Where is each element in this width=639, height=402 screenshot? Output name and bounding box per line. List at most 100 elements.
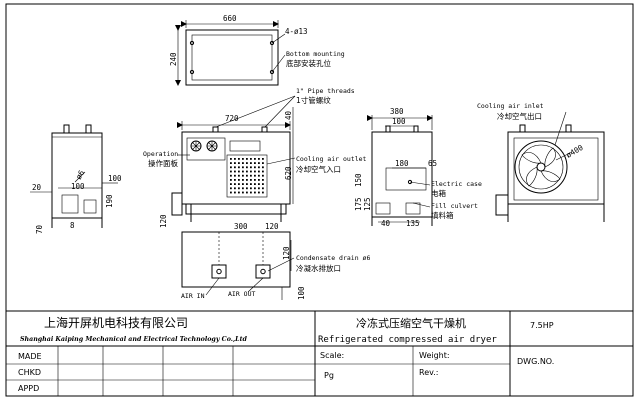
cooling-inlet-note-cn: 冷却空气出口 <box>497 111 542 121</box>
operation-panel-note: Operation <box>143 150 178 158</box>
grille-dot <box>246 187 248 190</box>
fan-diameter-dim: ø400 <box>565 143 586 160</box>
grille-dot <box>250 162 252 164</box>
grille-dot <box>242 174 244 177</box>
grille-dot <box>238 162 240 164</box>
grille-dot <box>238 170 240 173</box>
grille-dot <box>234 187 236 190</box>
left-view: 20 100 100 190 70 8 ø6 <box>30 124 122 234</box>
fill-culvert-note: Fill culvert <box>431 202 478 210</box>
grille-dot <box>234 170 236 173</box>
side-dim-65: 65 <box>428 159 437 168</box>
grille-dot <box>246 170 248 173</box>
grille-dot <box>238 158 240 160</box>
side-dim-135: 135 <box>406 219 420 228</box>
grille-dot <box>242 191 244 194</box>
grille-dot <box>242 183 244 185</box>
cooling-inlet-note: Cooling air inlet <box>477 102 544 110</box>
grille-dot <box>238 183 240 185</box>
grille-dot <box>246 174 248 177</box>
front-width-dim: 720 <box>225 114 239 123</box>
grille-dot <box>262 183 264 185</box>
grille-dot <box>242 179 244 181</box>
grille-dot <box>250 187 252 190</box>
grille-dot <box>258 162 260 164</box>
grille-dot <box>234 166 236 169</box>
side-dim-150: 150 <box>354 173 363 187</box>
grille-dot <box>262 170 264 173</box>
grille-dot <box>230 183 232 185</box>
fill-culvert-note-cn: 填料箱 <box>431 210 454 220</box>
grille-dot <box>254 187 256 190</box>
top-width-dim: 660 <box>223 14 237 23</box>
right-view: Cooling air inlet 冷却空气出口 ø400 <box>477 102 605 222</box>
grille-dot <box>250 183 252 185</box>
grille-dot <box>234 191 236 194</box>
grille-dot <box>230 170 232 173</box>
left-dim-20: 20 <box>32 183 42 192</box>
left-dim-8: 8 <box>70 221 75 230</box>
weight-label: Weight: <box>419 351 450 360</box>
sheet-border <box>5 3 634 397</box>
grille-dot <box>262 158 264 160</box>
air-in-label: AIR IN <box>181 292 205 300</box>
grille-dot <box>262 179 264 181</box>
grille-dot <box>242 158 244 160</box>
top-view: 660 240 4-ø13 Bottom mounting 底部安装孔位 <box>169 14 345 86</box>
bottom-dim-120a: 120 <box>265 222 279 231</box>
condensate-drain-note-cn: 冷凝水排放口 <box>296 263 341 273</box>
grille-dot <box>234 174 236 177</box>
front-view: 720 1" Pipe threads 1寸管螺纹 40 Operation 操… <box>143 87 367 228</box>
side-dim-40: 40 <box>381 219 391 228</box>
grille-dot <box>250 191 252 194</box>
holes-dim: 4-ø13 <box>285 27 308 36</box>
front-grille <box>230 158 264 194</box>
grille-dot <box>242 187 244 190</box>
grille-dot <box>258 158 260 160</box>
air-out-label: AIR OUT <box>228 290 255 298</box>
revision-label: Rev.: <box>419 368 438 377</box>
cooling-outlet-note-cn: 冷却空气入口 <box>296 164 341 174</box>
cooling-outlet-note: Cooling air outlet <box>296 155 367 163</box>
grille-dot <box>258 191 260 194</box>
grille-dot <box>234 179 236 181</box>
left-dim-70: 70 <box>35 224 44 234</box>
grille-dot <box>230 158 232 160</box>
grille-dot <box>238 166 240 169</box>
side-dim-100: 100 <box>392 117 406 126</box>
bottom-dim-300: 300 <box>234 222 248 231</box>
front-height-dim: 620 <box>284 166 293 180</box>
title-block: 上海开屏机电科技有限公司 Shanghai Kaiping Mechanical… <box>6 310 633 396</box>
front-dim-40: 40 <box>284 110 293 120</box>
side-dim-180: 180 <box>395 159 409 168</box>
left-dim-100b: 100 <box>108 174 122 183</box>
grille-dot <box>250 170 252 173</box>
grille-dot <box>230 174 232 177</box>
grille-dot <box>254 170 256 173</box>
side-dim-380: 380 <box>390 107 404 116</box>
page-label: Pg <box>324 371 334 380</box>
checked-label: CHKD <box>18 368 41 377</box>
grille-dot <box>234 183 236 185</box>
company-name-en: Shanghai Kaiping Mechanical and Electric… <box>20 336 248 343</box>
grille-dot <box>254 179 256 181</box>
model-label: 7.5HP <box>530 321 554 330</box>
grille-dot <box>262 191 264 194</box>
pipe-threads-note-cn: 1寸管螺纹 <box>296 95 331 105</box>
grille-dot <box>246 183 248 185</box>
bottom-dim-100: 100 <box>297 286 306 300</box>
grille-dot <box>238 191 240 194</box>
electric-case-note-cn: 电箱 <box>431 188 446 198</box>
left-dim-190: 190 <box>105 194 114 208</box>
bottom-mounting-note: Bottom mounting <box>286 50 345 58</box>
side-dim-175: 175 <box>354 197 363 211</box>
grille-dot <box>246 166 248 169</box>
grille-dot <box>246 179 248 181</box>
grille-dot <box>246 158 248 160</box>
scale-label: Scale: <box>320 351 344 360</box>
grille-dot <box>250 158 252 160</box>
left-dim-100a: 100 <box>71 182 85 191</box>
grille-dot <box>238 174 240 177</box>
